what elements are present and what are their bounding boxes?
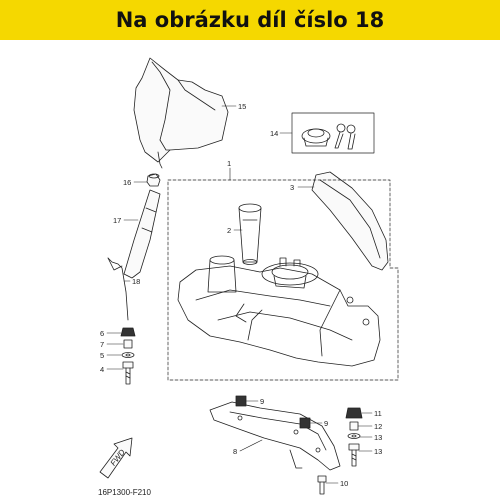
callout-12: 12 — [374, 422, 382, 431]
callout-3: 3 — [290, 183, 294, 192]
part-9-damper-b[interactable] — [299, 417, 311, 429]
part-2-filler-neck[interactable] — [238, 203, 262, 265]
part-10-bolt[interactable] — [317, 475, 327, 495]
banner-title: Na obrázku díl číslo 18 — [115, 8, 385, 32]
callout-18: 17 — [113, 216, 121, 225]
fuel-tank[interactable] — [177, 255, 381, 367]
part-5-washer[interactable] — [121, 352, 135, 358]
part-9-damper-a[interactable] — [235, 395, 247, 407]
callout-16: 15 — [238, 102, 246, 111]
callout-17: 16 — [123, 178, 131, 187]
part-12-collar[interactable] — [349, 421, 359, 431]
callout-5: 5 — [100, 351, 104, 360]
part-18-hose[interactable] — [123, 189, 161, 279]
callout-1: 1 — [227, 159, 231, 168]
callout-10: 10 — [340, 479, 348, 488]
part-17-grommet[interactable] — [146, 173, 161, 187]
part-3-pad[interactable] — [311, 171, 389, 271]
part-1-boundary — [167, 179, 399, 381]
callout-7: 7 — [100, 340, 104, 349]
callout-2: 2 — [227, 226, 231, 235]
callout-4: 4 — [100, 365, 104, 374]
part-14-washer[interactable] — [347, 433, 361, 439]
part-16-cover[interactable] — [133, 57, 229, 169]
callout-9a: 9 — [260, 397, 264, 406]
part-7-collar[interactable] — [123, 339, 133, 349]
callout-9b: 9 — [324, 419, 328, 428]
callout-8: 8 — [233, 447, 237, 456]
part-11-damper[interactable] — [345, 407, 363, 419]
part-6-damper[interactable] — [120, 327, 136, 337]
part-8-bracket[interactable] — [209, 401, 341, 471]
callout-6: 6 — [100, 329, 104, 338]
part-13-bolt[interactable] — [348, 443, 360, 467]
callout-11: 11 — [374, 409, 382, 418]
part-15-keys[interactable] — [334, 123, 356, 150]
part-15-fuel-cap[interactable] — [301, 128, 331, 147]
callout-13: 13 — [374, 447, 382, 456]
part-4-bolt[interactable] — [122, 361, 134, 385]
fwd-arrow — [99, 437, 133, 479]
diagram-code: 16P1300-F210 — [98, 488, 151, 497]
callout-19: 18 — [132, 277, 140, 286]
part-15-box — [291, 112, 375, 154]
callout-15: 14 — [270, 129, 278, 138]
title-banner: Na obrázku díl číslo 18 — [0, 0, 500, 40]
part-19-clip[interactable] — [107, 257, 129, 321]
callout-14: 13 — [374, 433, 382, 442]
